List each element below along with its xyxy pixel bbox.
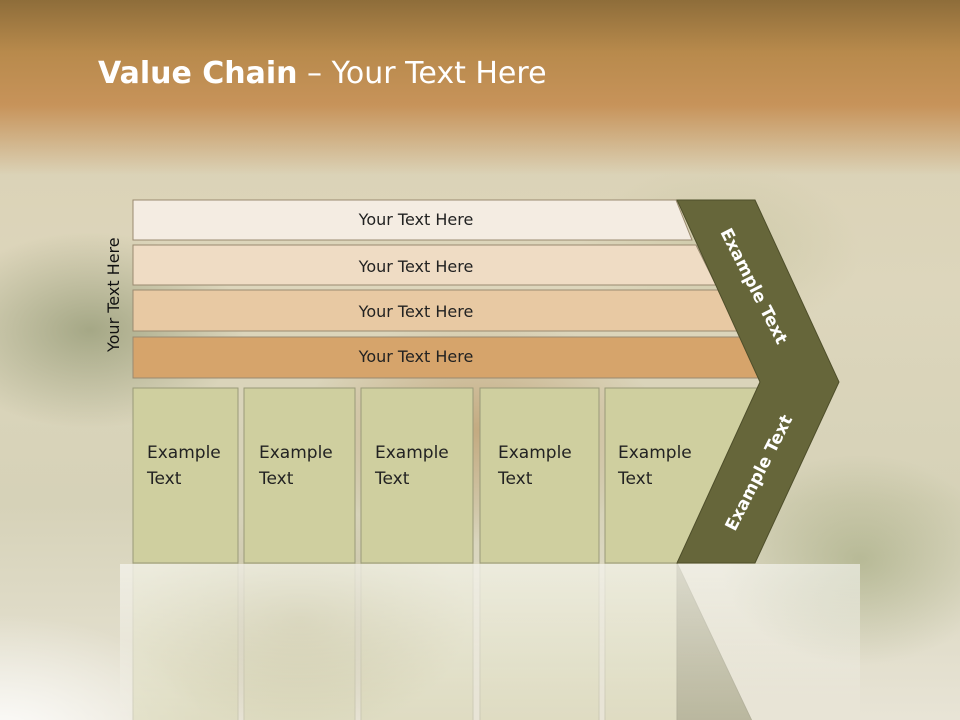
cell-4-line2: Text [497, 469, 533, 489]
cell-1-line1: Example [147, 443, 221, 463]
cell-3-line2: Text [374, 469, 410, 489]
title-rest: – Your Text Here [297, 56, 547, 91]
reflection-fade [120, 564, 860, 720]
slide-title: Value Chain – Your Text Here [98, 56, 547, 91]
cell-3 [360, 387, 474, 564]
cell-2-line1: Example [259, 443, 333, 463]
title-bar [0, 0, 960, 175]
row-2-label: Your Text Here [358, 257, 474, 276]
cell-1 [132, 387, 239, 564]
cell-5-line2: Text [617, 469, 653, 489]
cell-2 [243, 387, 356, 564]
cell-5-line1: Example [618, 443, 692, 463]
chevron-arrow [676, 199, 840, 564]
cell-1-line2: Text [146, 469, 182, 489]
cell-2-line2: Text [258, 469, 294, 489]
cell-4-line1: Example [498, 443, 572, 463]
row-4-label: Your Text Here [358, 347, 474, 366]
row-1-label: Your Text Here [358, 210, 474, 229]
cell-4 [479, 387, 600, 564]
cell-3-line1: Example [375, 443, 449, 463]
row-1 [132, 199, 693, 241]
row-3-label: Your Text Here [358, 302, 474, 321]
title-bold: Value Chain [98, 56, 298, 91]
